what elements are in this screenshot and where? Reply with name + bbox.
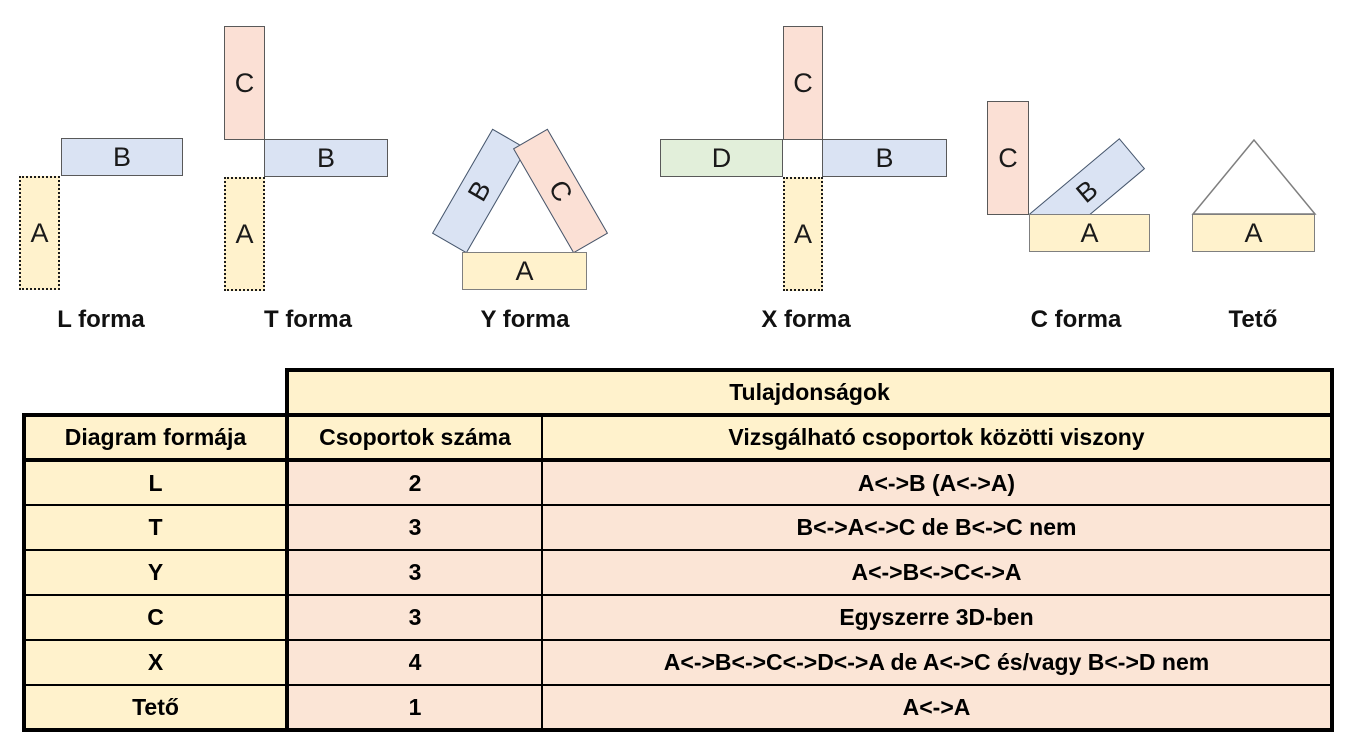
column-header-relation: Vizsgálható csoportok közötti viszony — [542, 413, 1334, 462]
row-count: 3 — [287, 594, 543, 640]
row-count: 1 — [287, 684, 543, 732]
roof-triangle — [1191, 138, 1317, 215]
row-shape: T — [22, 504, 289, 550]
table-corner-empty — [24, 370, 287, 415]
figure-t-caption: T forma — [263, 306, 352, 333]
figure-x-bar-c: C — [783, 26, 823, 140]
row-shape: X — [22, 639, 289, 685]
figure-t-bar-a: A — [224, 177, 265, 291]
figure-teto-bar-a: A — [1192, 214, 1315, 252]
figure-t-bar-b: B — [264, 139, 388, 177]
figure-x-caption: X forma — [761, 306, 851, 333]
row-relation: Egyszerre 3D-ben — [542, 594, 1334, 640]
table-row: Tető 1 A<->A — [22, 684, 1334, 732]
figure-x-bar-a: A — [783, 177, 823, 291]
row-relation: A<->A — [542, 684, 1334, 732]
column-header-shape: Diagram formája — [22, 413, 289, 462]
row-count: 3 — [287, 504, 543, 550]
figure-t-bar-c: C — [224, 26, 265, 140]
figure-l-bar-a: A — [19, 176, 60, 290]
table-row: X 4 A<->B<->C<->D<->A de A<->C és/vagy B… — [22, 639, 1334, 685]
column-header-count: Csoportok száma — [287, 413, 543, 462]
row-relation: A<->B (A<->A) — [542, 460, 1334, 505]
table-row: C 3 Egyszerre 3D-ben — [22, 594, 1334, 640]
figure-c-bar-a: A — [1029, 214, 1150, 252]
figure-x-bar-d: D — [660, 139, 783, 177]
figure-y-bar-c: C — [512, 128, 609, 254]
column-header-row: Diagram formája Csoportok száma Vizsgálh… — [22, 413, 1334, 462]
properties-header-row: Tulajdonságok — [24, 368, 1334, 415]
row-shape: L — [22, 460, 289, 505]
figure-l-bar-b: B — [61, 138, 183, 176]
figure-teto-caption: Tető — [1228, 306, 1278, 333]
row-relation: B<->A<->C de B<->C nem — [542, 504, 1334, 550]
row-shape: C — [22, 594, 289, 640]
row-shape: Y — [22, 549, 289, 595]
figure-y-bar-a: A — [462, 252, 587, 290]
figure-c-caption: C forma — [1030, 306, 1122, 333]
properties-header-cell: Tulajdonságok — [285, 368, 1334, 415]
figure-l-caption: L forma — [57, 306, 145, 333]
properties-table: Tulajdonságok Diagram formája Csoportok … — [22, 368, 1334, 732]
row-shape: Tető — [22, 684, 289, 732]
row-count: 2 — [287, 460, 543, 505]
table-row: L 2 A<->B (A<->A) — [22, 460, 1334, 505]
row-count: 3 — [287, 549, 543, 595]
row-relation: A<->B<->C<->A — [542, 549, 1334, 595]
table-row: T 3 B<->A<->C de B<->C nem — [22, 504, 1334, 550]
row-relation: A<->B<->C<->D<->A de A<->C és/vagy B<->D… — [542, 639, 1334, 685]
figure-c-bar-c: C — [987, 101, 1029, 215]
figure-x-bar-b: B — [822, 139, 947, 177]
figure-y-caption: Y forma — [480, 306, 570, 333]
table-row: Y 3 A<->B<->C<->A — [22, 549, 1334, 595]
row-count: 4 — [287, 639, 543, 685]
